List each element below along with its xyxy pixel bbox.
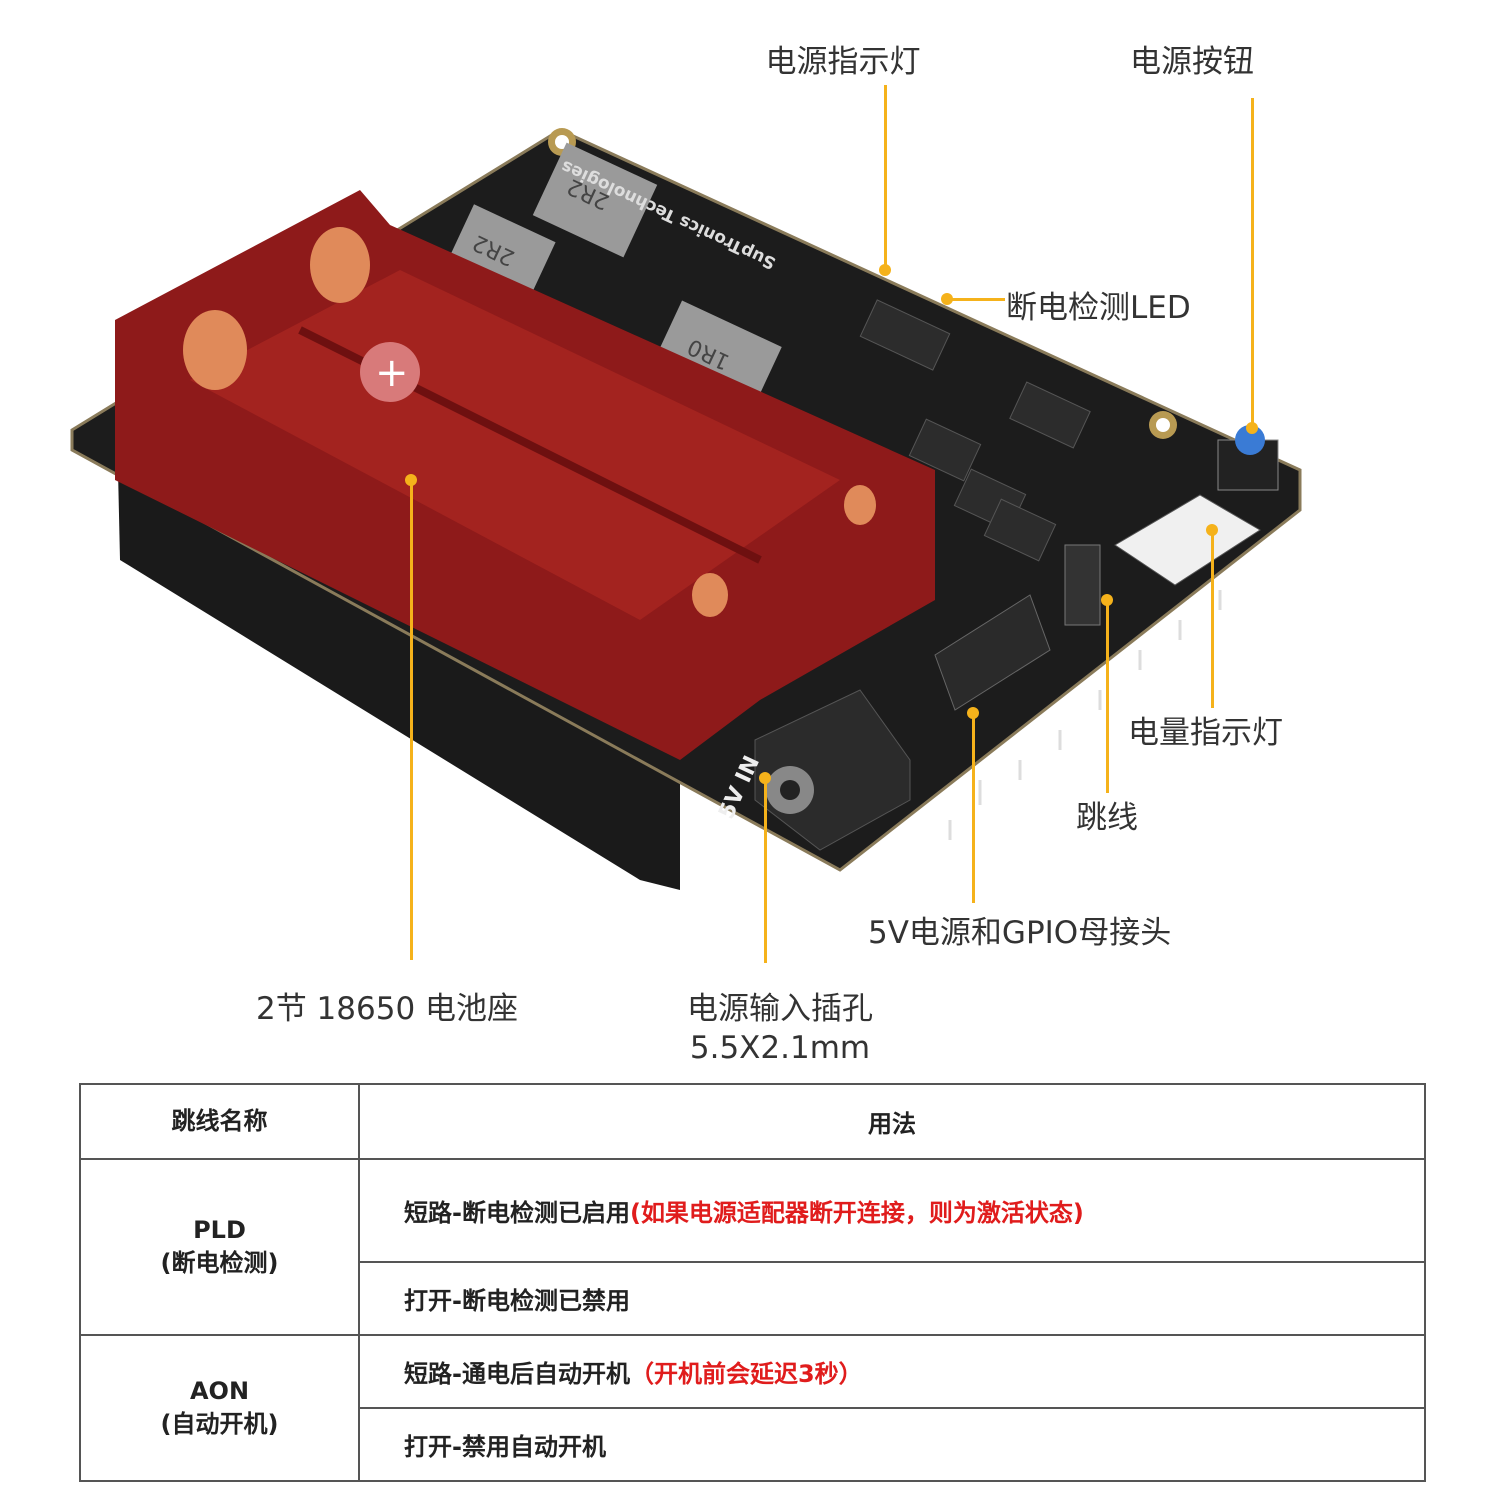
jumper-name-pld: PLD (断电检测) (79, 1158, 360, 1336)
label-pld-led: 断电检测LED (1006, 290, 1191, 326)
usage-short-text: 短路-断电检测已启用 (404, 1199, 630, 1227)
dot-power-button (1246, 422, 1258, 434)
jumper-block (1064, 544, 1101, 626)
table-row: AON (自动开机) 短路-通电后自动开机（开机前会延迟3秒） (79, 1334, 1426, 1482)
pin-headers (948, 590, 1222, 840)
label-power-led: 电源指示灯 (765, 44, 921, 80)
dot-jumper (1101, 594, 1113, 606)
button-cap (1235, 425, 1265, 455)
battery-contact (183, 310, 247, 390)
label-power-jack-size: 5.5X2.1mm (689, 1030, 871, 1066)
dot-gpio (967, 707, 979, 719)
table-row: 打开-断电检测已禁用 (80, 1261, 1426, 1336)
leader-battery-holder (410, 480, 413, 960)
jumper-name: AON (189, 1377, 250, 1405)
header-usage: 用法 (358, 1083, 1426, 1160)
label-power-button: 电源按钮 (1130, 44, 1254, 80)
leader-battery-led (1211, 530, 1214, 708)
ic-chip (908, 418, 982, 482)
jumper-name: PLD (193, 1216, 246, 1244)
ic-chip (1009, 381, 1091, 449)
battery-contact (310, 227, 370, 303)
table-header-row: 跳线名称 用法 (79, 1083, 1426, 1160)
usage-short: 短路-通电后自动开机（开机前会延迟3秒） (358, 1334, 1426, 1409)
table-row: PLD (断电检测) 短路-断电检测已启用(如果电源适配器断开连接，则为激活状态… (79, 1158, 1426, 1336)
jumper-name-aon: AON (自动开机) (79, 1334, 360, 1482)
dot-pld-led (941, 293, 953, 305)
dc-jack-hole (780, 780, 800, 800)
leader-power-led (884, 85, 887, 270)
usage-open: 打开-禁用自动开机 (358, 1407, 1426, 1482)
ic-chip (983, 498, 1057, 562)
dot-battery-led (1206, 524, 1218, 536)
battery-contact (844, 485, 876, 525)
usage-open: 打开-断电检测已禁用 (358, 1261, 1426, 1336)
leader-gpio (972, 713, 975, 903)
usage-short-note: (如果电源适配器断开连接，则为激活状态) (629, 1199, 1084, 1227)
jumper-name-sub: (自动开机) (160, 1410, 279, 1438)
plus-mark (360, 342, 420, 402)
jumper-name-sub: (断电检测) (160, 1249, 279, 1277)
label-gpio: 5V电源和GPIO母接头 (868, 915, 1172, 951)
usage-short-text: 短路-通电后自动开机 (404, 1360, 630, 1388)
inductor (532, 142, 658, 258)
dot-power-jack (759, 772, 771, 784)
label-battery-holder: 2节 18650 电池座 (255, 991, 519, 1027)
label-battery-led: 电量指示灯 (1128, 715, 1283, 751)
product-photo: 2R2 2R2 1R0 SupTronics Technologies + 5V… (70, 128, 1302, 890)
battery-led-area (1114, 494, 1261, 586)
jumper-table: 跳线名称 用法 PLD (断电检测) 短路-断电检测已启用(如果电源适配器断开连… (79, 1083, 1426, 1482)
header-jumper-name: 跳线名称 (79, 1083, 360, 1160)
gpio-header (934, 594, 1051, 711)
battery-holder-base (118, 470, 680, 890)
ic-chip (859, 299, 951, 371)
mounting-hole (1156, 418, 1170, 432)
dot-battery-holder (405, 474, 417, 486)
leader-power-jack (764, 778, 767, 963)
label-jumper: 跳线 (1076, 800, 1138, 836)
table-row: 打开-禁用自动开机 (80, 1407, 1426, 1482)
leader-jumper (1106, 600, 1109, 793)
label-power-jack: 电源输入插孔 (687, 991, 873, 1027)
plus-glyph: + (375, 350, 409, 396)
battery-contact (692, 573, 728, 617)
dot-power-led (879, 264, 891, 276)
leader-pld-led (947, 298, 1005, 301)
leader-power-button (1251, 98, 1254, 428)
usage-short-note: （开机前会延迟3秒） (629, 1360, 863, 1388)
usage-short: 短路-断电检测已启用(如果电源适配器断开连接，则为激活状态) (358, 1158, 1426, 1263)
